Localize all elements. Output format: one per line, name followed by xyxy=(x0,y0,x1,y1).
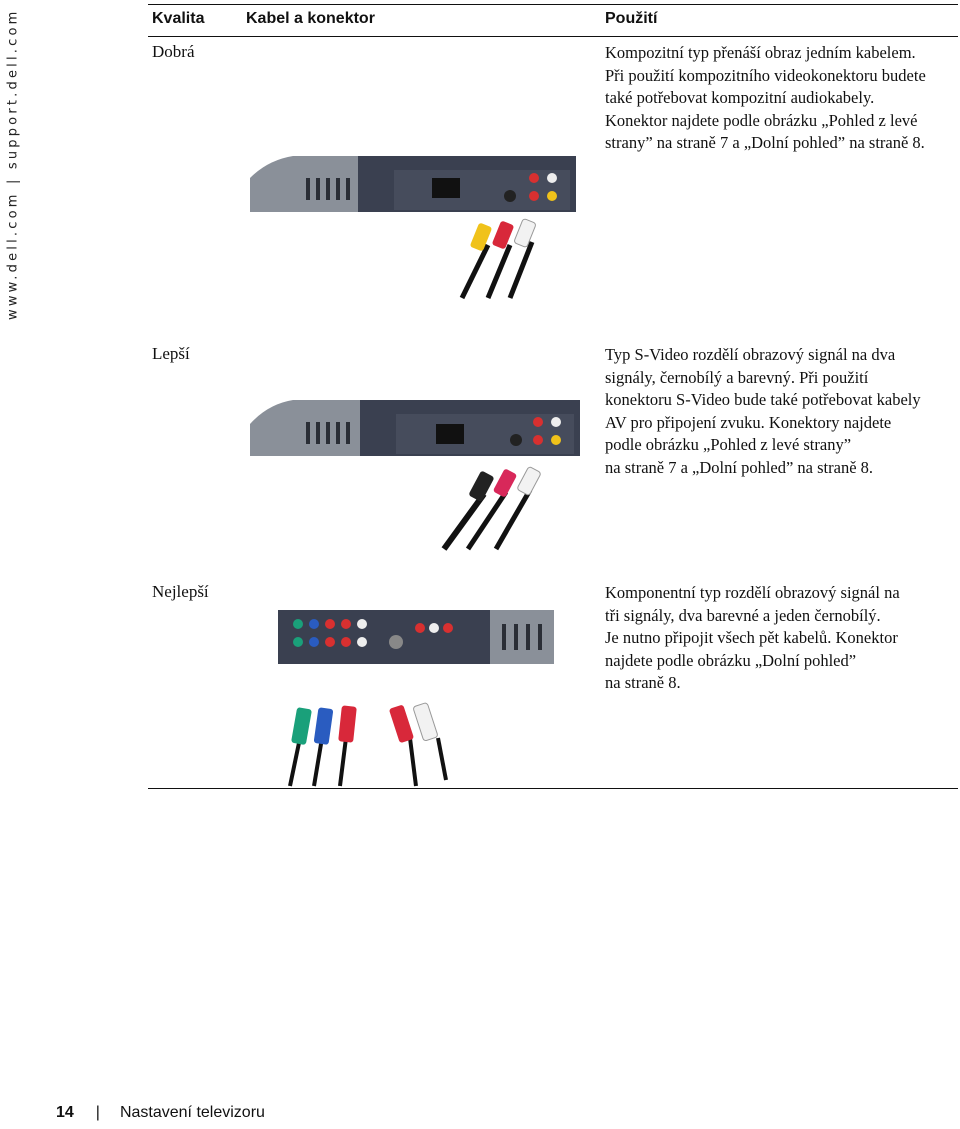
usage-line: Typ S-Video rozdělí obrazový signál na d… xyxy=(605,345,896,364)
svideo-connector-figure xyxy=(250,400,580,551)
connection-quality-table: Kvalita Kabel a konektor Použití Dobrá K… xyxy=(148,4,958,787)
usage-line: najdete podle obrázku „Dolní pohled” xyxy=(605,650,857,670)
component-connector-figure xyxy=(278,610,554,787)
composite-cables xyxy=(459,218,536,300)
table-row-component: Nejlepší Komponentní typ rozdělí obrazov… xyxy=(148,582,958,792)
table-bottom-rule xyxy=(148,788,958,789)
usage-text: Typ S-Video rozdělí obrazový signál na d… xyxy=(605,344,955,480)
usage-line: AV pro připojení zvuku. Konektory najdet… xyxy=(605,412,892,432)
table-header: Kvalita Kabel a konektor Použití xyxy=(148,4,958,37)
page-footer: 14 | Nastavení televizoru xyxy=(56,1104,265,1122)
usage-line: Kompozitní typ přenáší obraz jedním kabe… xyxy=(605,43,916,62)
side-url: www.dell.com | support.dell.com xyxy=(5,8,21,320)
table-row-svideo: Lepší Typ S-Video rozdělí obrazový signá… xyxy=(148,344,958,584)
composite-connector-figure xyxy=(250,156,576,300)
quality-label: Lepší xyxy=(152,344,190,363)
usage-line: na straně 7 a „Dolní pohled” na straně 8… xyxy=(605,457,874,477)
usage-line: konektoru S-Video bude také potřebovat k… xyxy=(605,390,921,410)
header-quality: Kvalita xyxy=(152,10,205,27)
usage-line: tři signály, dva barevné a jeden černobí… xyxy=(605,605,881,625)
usage-line: Je nutno připojit všech pět kabelů. Kone… xyxy=(605,628,898,648)
page-number: 14 xyxy=(56,1104,74,1121)
usage-text: Kompozitní typ přenáší obraz jedním kabe… xyxy=(605,42,955,155)
usage-line: na straně 8. xyxy=(605,673,681,693)
usage-line: také potřebovat kompozitní audiokabely. xyxy=(605,88,875,108)
usage-line: podle obrázku „Pohled z levé strany” xyxy=(605,435,852,455)
usage-text: Komponentní typ rozdělí obrazový signál … xyxy=(605,582,955,695)
usage-line: strany” na straně 7 a „Dolní pohled” na … xyxy=(605,133,925,153)
usage-line: Konektor najdete podle obrázku „Pohled z… xyxy=(605,110,918,130)
header-usage: Použití xyxy=(605,10,658,27)
header-cable: Kabel a konektor xyxy=(246,10,375,27)
quality-label: Dobrá xyxy=(152,42,195,61)
usage-line: Při použití kompozitního videokonektoru … xyxy=(605,65,926,85)
section-title: Nastavení televizoru xyxy=(119,1104,265,1121)
table-row-composite: Dobrá Kompozitní typ přenáší obraz jední… xyxy=(148,42,958,332)
component-cables xyxy=(288,702,448,787)
svideo-cables xyxy=(441,466,541,551)
usage-line: Komponentní typ rozdělí obrazový signál … xyxy=(605,583,900,602)
quality-label: Nejlepší xyxy=(152,582,209,601)
usage-line: signály, černobílý a barevný. Při použit… xyxy=(605,367,869,387)
footer-separator: | xyxy=(95,1104,100,1121)
